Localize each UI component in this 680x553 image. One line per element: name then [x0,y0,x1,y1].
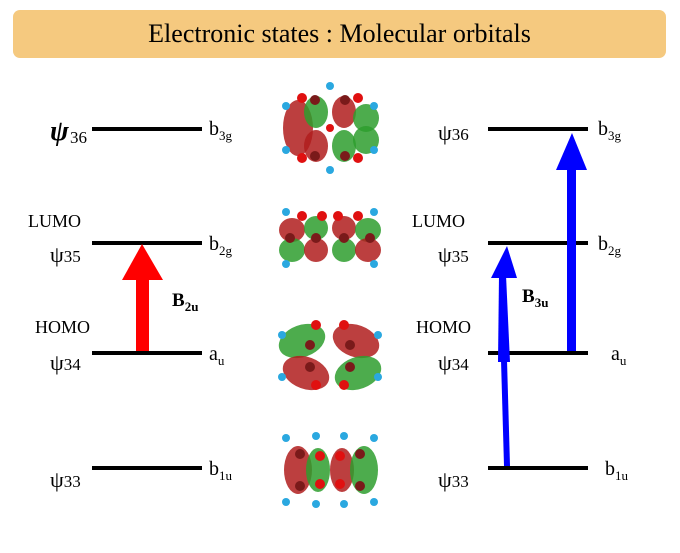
symmetry-label-36-left: b3g [209,118,232,143]
energy-level-33-left [92,466,202,470]
homo-label-right: HOMO [416,317,472,337]
psi-36-index-left: 36 [70,128,87,147]
energy-level-35-left [92,241,202,245]
psi-33-label-right: ψ33 [438,467,469,492]
symmetry-label-36-right: b3g [598,118,621,143]
orbital-picture-33 [282,432,378,508]
homo-label-left: HOMO [35,317,91,337]
title-banner: Electronic states : Molecular orbitals [13,10,666,58]
red-transition-arrow [122,244,163,351]
psi-36-symbol-left: ψ [50,116,69,147]
symmetry-label-35-left: b2g [209,233,232,258]
symmetry-label-33-left: b1u [209,458,232,483]
orbital-picture-34 [278,320,382,391]
psi-34-label-left: ψ34 [50,350,81,375]
transition-label-b3u: B3u [522,286,549,310]
symmetry-label-33-right: b1u [605,458,628,483]
psi-35-label-right: ψ35 [438,242,469,267]
energy-level-36-left [92,127,202,131]
orbital-picture-36 [282,82,379,174]
energy-level-33-right [488,466,588,470]
energy-level-34-right [488,351,588,355]
psi-35-label-left: ψ35 [50,242,81,267]
lumo-label-right: LUMO [412,211,465,231]
transition-label-b2u: B2u [172,290,199,314]
page-title: Electronic states : Molecular orbitals [148,19,531,48]
psi-34-label-right: ψ34 [438,350,469,375]
energy-level-34-left [92,351,202,355]
lumo-label-left: LUMO [28,211,81,231]
orbital-picture-35 [279,208,381,268]
energy-level-35-right [488,241,588,245]
symmetry-label-34-right: au [611,343,627,368]
blue-transition-arrow-33-35 [491,246,517,466]
blue-transition-arrow-34-36 [556,133,587,351]
energy-level-36-right [488,127,588,131]
symmetry-label-35-right: b2g [598,233,621,258]
psi-36-label-right: ψ36 [438,120,469,145]
symmetry-label-34-left: au [209,343,225,368]
psi-33-label-left: ψ33 [50,467,81,492]
